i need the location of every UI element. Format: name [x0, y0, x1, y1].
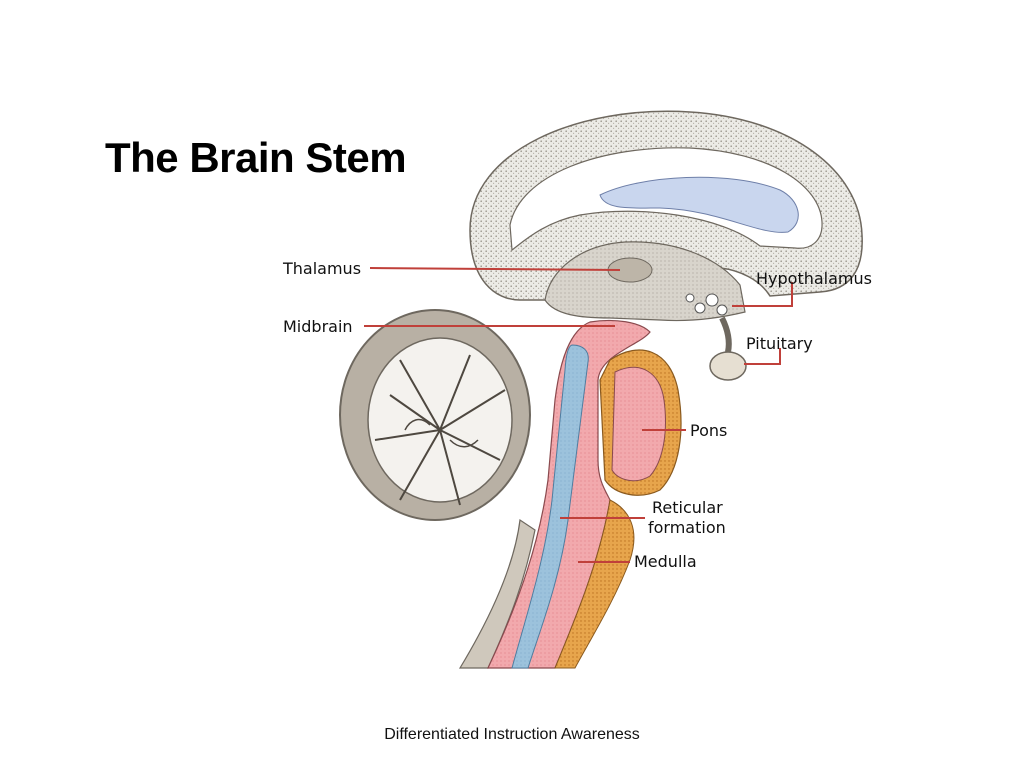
label-hypothalamus: Hypothalamus	[756, 269, 872, 288]
lateral-ventricle	[599, 176, 799, 233]
cerebellum	[339, 309, 531, 521]
medulla-structure	[554, 499, 635, 669]
label-midbrain: Midbrain	[283, 317, 353, 336]
label-pituitary: Pituitary	[746, 334, 813, 353]
label-reticular-line2: formation	[648, 518, 726, 537]
pituitary-gland	[709, 351, 747, 381]
slide-footer: Differentiated Instruction Awareness	[384, 726, 640, 743]
fourth-ventricle	[511, 344, 589, 669]
label-thalamus: Thalamus	[282, 259, 361, 278]
label-medulla: Medulla	[634, 552, 697, 571]
pituitary-stalk	[719, 316, 732, 353]
leader-lines	[364, 267, 793, 563]
label-pons: Pons	[690, 421, 727, 440]
diencephalon	[544, 241, 746, 322]
hypothalamus-structure	[685, 293, 728, 316]
slide-title: The Brain Stem	[105, 134, 407, 181]
pons-inner	[611, 366, 666, 482]
label-reticular-line1: Reticular	[652, 498, 723, 517]
